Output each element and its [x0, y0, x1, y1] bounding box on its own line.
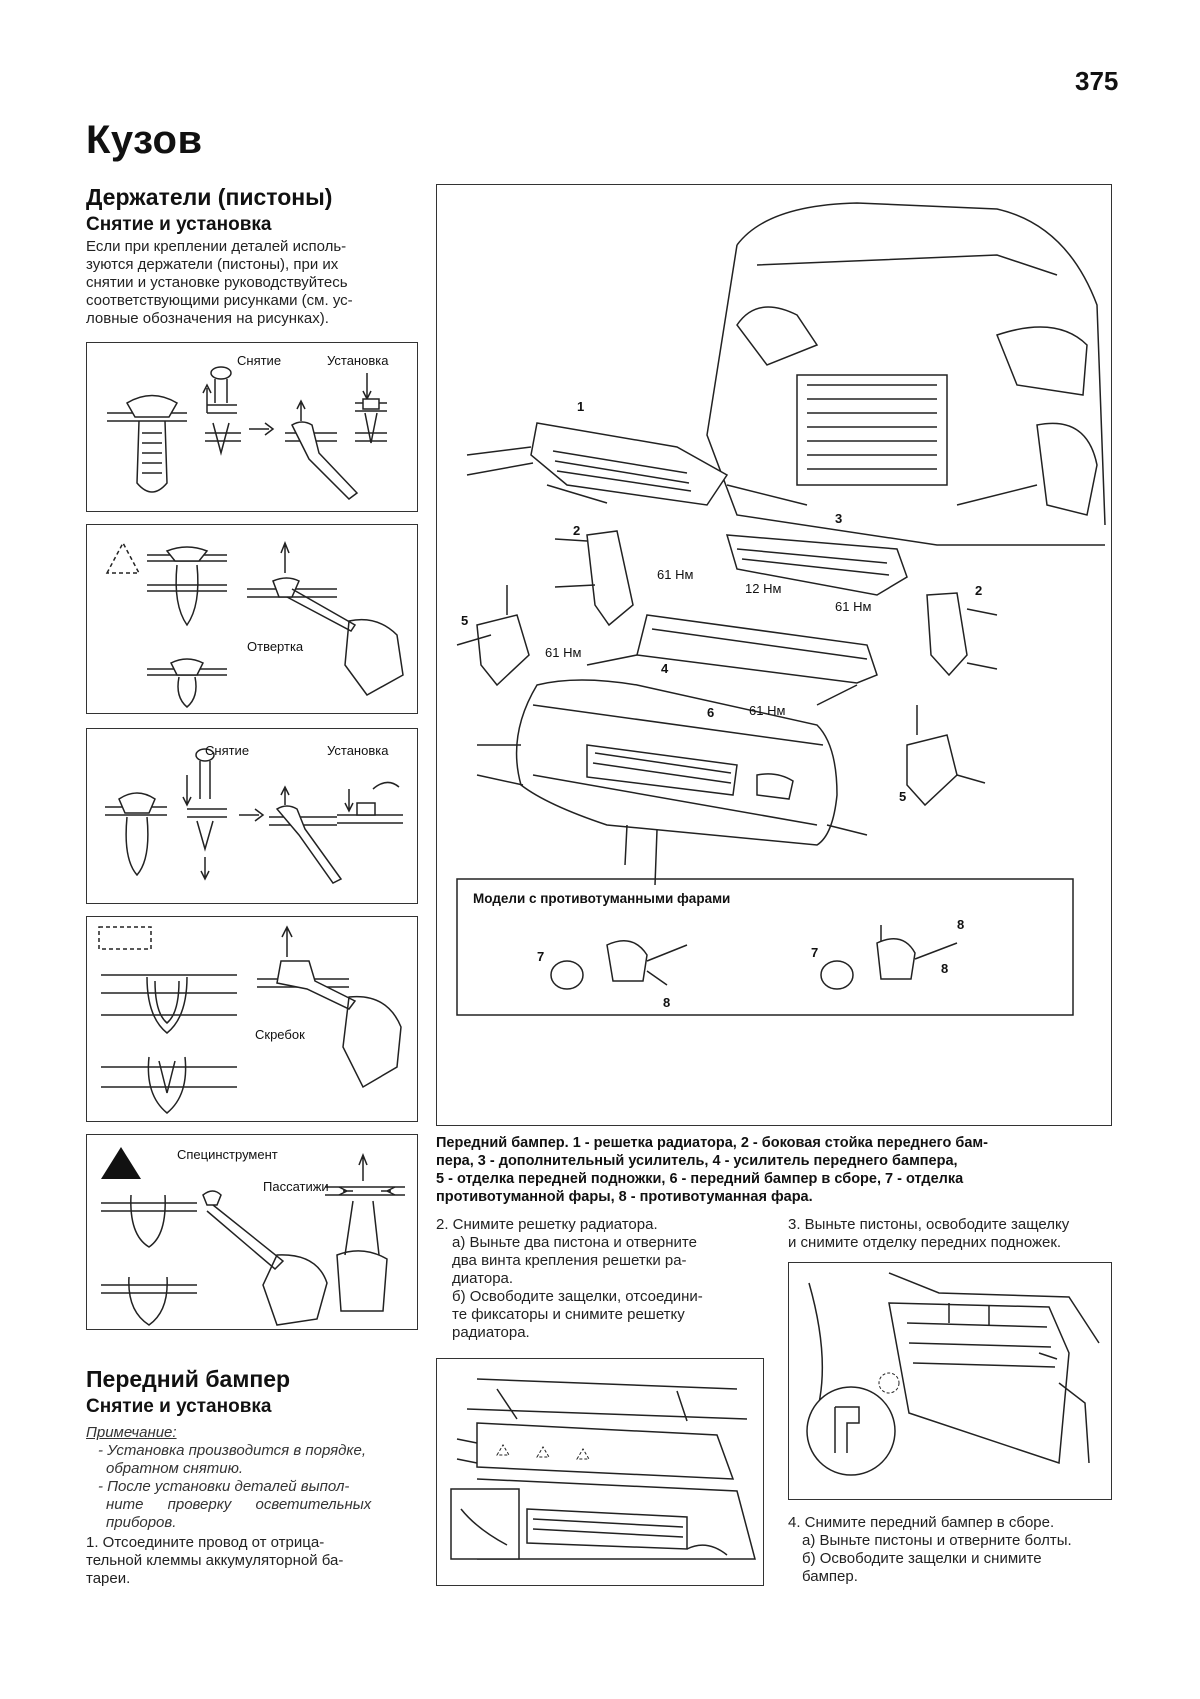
- callout-6: 6: [707, 705, 715, 720]
- torque-label: 61 Нм: [545, 645, 582, 660]
- section-paragraph: Если при креплении деталей исполь- зуютс…: [86, 238, 416, 328]
- pliers-label: Пассатижи: [263, 1179, 329, 1194]
- callout-5: 5: [899, 789, 907, 804]
- section-title-clips: Держатели (пистоны): [86, 184, 333, 210]
- note-title: Примечание:: [86, 1424, 177, 1441]
- note-line: - После установки деталей выпол-: [98, 1478, 350, 1495]
- paragraph-line: зуются держатели (пистоны), при их: [86, 256, 339, 273]
- chapter-title: Кузов: [86, 118, 203, 162]
- step-2-line: те фиксаторы и снимите решетку: [452, 1306, 685, 1323]
- install-label: Установка: [327, 353, 389, 368]
- step-2-line: б) Освободите защелки, отсоедини-: [452, 1288, 703, 1305]
- step-3: 3. Выньте пистоны, освободите защелку и …: [788, 1216, 1112, 1252]
- special-tool-label: Специнструмент: [177, 1147, 278, 1162]
- step-1: 1. Отсоедините провод от отрица- тельной…: [86, 1534, 416, 1588]
- clip-diagram-5: [101, 1147, 405, 1326]
- clip-diagram-1: [107, 366, 387, 500]
- clip-figure-4: Скребок: [86, 916, 418, 1122]
- step-4-line: бампер.: [802, 1568, 858, 1585]
- step-4-line: 4. Снимите передний бампер в сборе.: [788, 1514, 1055, 1531]
- note-line: приборов.: [106, 1514, 177, 1531]
- section-subtitle-bumper: Снятие и установка: [86, 1396, 272, 1417]
- figure-caption: Передний бампер. 1 - решетка радиатора, …: [436, 1134, 1112, 1206]
- clip-figure-3: Снятие Установка: [86, 728, 418, 904]
- callout-7: 7: [811, 945, 819, 960]
- page-number: 375: [1075, 66, 1119, 96]
- step-4-line: б) Освободите защелки и снимите: [802, 1550, 1042, 1567]
- install-label: Установка: [327, 743, 389, 758]
- section-subtitle-clips: Снятие и установка: [86, 214, 272, 235]
- step-1-line: тельной клеммы аккумуляторной ба-: [86, 1552, 344, 1569]
- removal-label: Снятие: [205, 743, 250, 758]
- step-2-line: два винта крепления решетки ра-: [452, 1252, 687, 1269]
- note-line: обратном снятию.: [106, 1460, 244, 1477]
- note-line: ните проверку осветительных: [106, 1496, 372, 1513]
- callout-2: 2: [573, 523, 581, 538]
- step-2-line: а) Выньте два пистона и отверните: [452, 1234, 697, 1251]
- paragraph-line: Если при креплении деталей исполь-: [86, 238, 347, 255]
- callout-2: 2: [975, 583, 983, 598]
- step-2-line: 2. Снимите решетку радиатора.: [436, 1216, 658, 1233]
- callout-3: 3: [835, 511, 843, 526]
- caption-line: пера, 3 - дополнительный усилитель, 4 - …: [436, 1153, 958, 1169]
- caption-line: противотуманной фары, 8 - противотуманна…: [436, 1189, 813, 1205]
- fog-box-title: Модели с противотуманными фарами: [473, 891, 731, 906]
- callout-1: 1: [577, 399, 585, 414]
- callout-5: 5: [461, 613, 469, 628]
- clip-figure-2: Отвертка: [86, 524, 418, 714]
- section-title-bumper: Передний бампер: [86, 1366, 291, 1392]
- step-2: 2. Снимите решетку радиатора. а) Выньте …: [436, 1216, 764, 1342]
- callout-4: 4: [661, 661, 669, 676]
- note-line: - Установка производится в порядке,: [98, 1442, 367, 1459]
- torque-label: 12 Нм: [745, 581, 782, 596]
- step-4-line: а) Выньте пистоны и отверните болты.: [802, 1532, 1072, 1549]
- paragraph-line: снятии и установке руководствуйтесь: [86, 274, 348, 291]
- grille-removal-diagram: [450, 1378, 756, 1560]
- callout-7: 7: [537, 949, 545, 964]
- clip-diagram-4: [98, 925, 402, 1114]
- clip-diagram-2: [105, 540, 404, 708]
- torque-label: 61 Нм: [835, 599, 872, 614]
- note-block: - Установка производится в порядке, обра…: [86, 1442, 416, 1532]
- step-trim-figure: [788, 1262, 1112, 1500]
- step-2-line: радиатора.: [452, 1324, 530, 1341]
- screwdriver-label: Отвертка: [247, 639, 304, 654]
- removal-label: Снятие: [237, 353, 282, 368]
- callout-8: 8: [663, 995, 671, 1010]
- front-bumper-exploded-view: 1 2 3 2 5 4 6 5 61 Нм 12 Нм 61 Нм 61 Нм …: [436, 184, 1112, 1126]
- scraper-label: Скребок: [255, 1027, 305, 1042]
- step-trim-diagram: [806, 1272, 1100, 1476]
- paragraph-line: ловные обозначения на рисунках).: [86, 310, 329, 327]
- step-1-line: тареи.: [86, 1570, 131, 1587]
- step-1-line: 1. Отсоедините провод от отрица-: [86, 1534, 325, 1551]
- grille-removal-figure: [436, 1358, 764, 1586]
- step-4: 4. Снимите передний бампер в сборе. а) В…: [788, 1514, 1112, 1586]
- step-2-line: диатора.: [452, 1270, 514, 1287]
- caption-line: 5 - отделка передней подножки, 6 - перед…: [436, 1171, 964, 1187]
- torque-label: 61 Нм: [657, 567, 694, 582]
- step-3-line: и снимите отделку передних подножек.: [788, 1234, 1062, 1251]
- paragraph-line: соответствующими рисунками (см. ус-: [86, 292, 353, 309]
- step-3-line: 3. Выньте пистоны, освободите защелку: [788, 1216, 1070, 1233]
- clip-diagram-3: [105, 748, 403, 884]
- clip-figure-5: Специнструмент Пассатижи: [86, 1134, 418, 1330]
- callout-8: 8: [941, 961, 949, 976]
- clip-figure-1: Снятие Установка: [86, 342, 418, 512]
- torque-label: 61 Нм: [749, 703, 786, 718]
- bumper-exploded-diagram: [456, 202, 1106, 1016]
- caption-line: Передний бампер. 1 - решетка радиатора, …: [436, 1135, 988, 1151]
- callout-8: 8: [957, 917, 965, 932]
